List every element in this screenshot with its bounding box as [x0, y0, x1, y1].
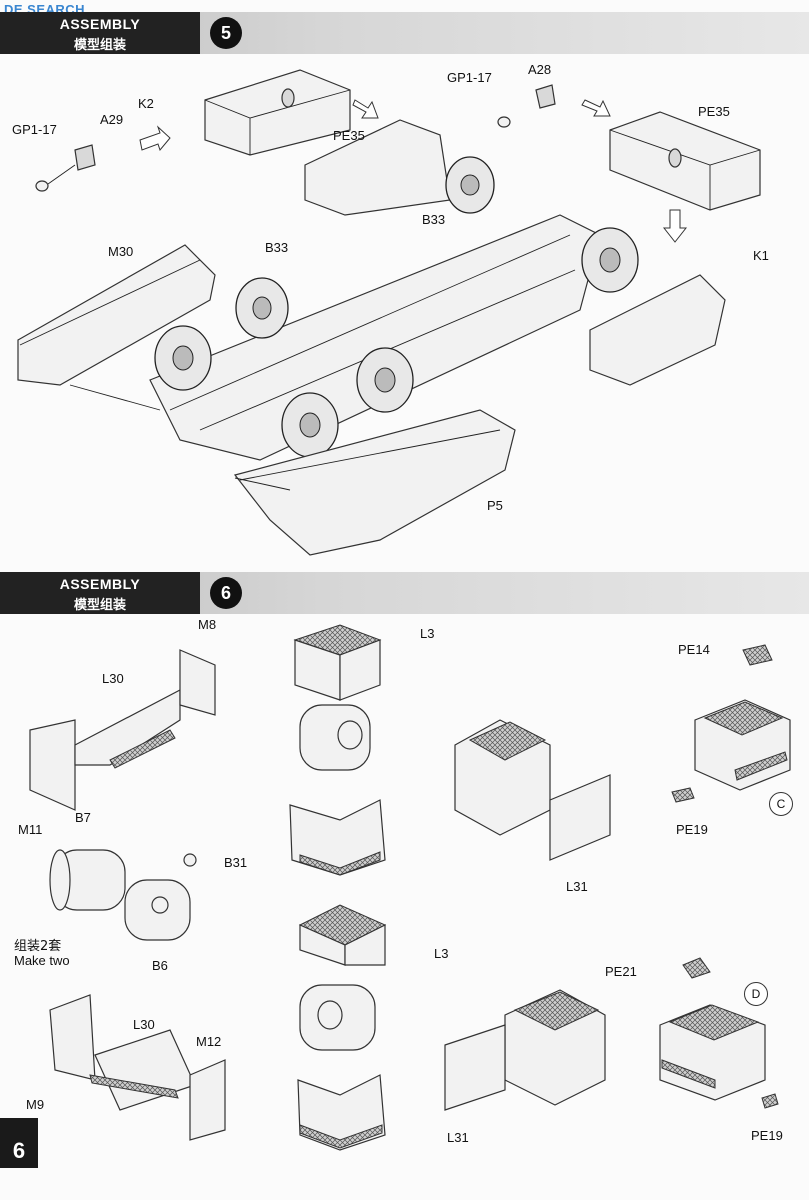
label-m12: M12 — [196, 1034, 222, 1049]
label-b31: B31 — [224, 855, 248, 870]
step6-header-en: ASSEMBLY — [59, 576, 141, 592]
wheels — [154, 156, 639, 458]
part-a29 — [35, 144, 96, 192]
part-pe19-top — [671, 787, 695, 803]
label-b33-right: B33 — [422, 212, 446, 227]
label-m30: M30 — [108, 244, 134, 259]
label-pe21: PE21 — [605, 964, 637, 979]
label-b7: B7 — [75, 810, 91, 825]
label-gp1-17-right: GP1-17 — [447, 70, 492, 85]
part-assembly-c — [671, 644, 791, 803]
arrow-k2-down — [352, 99, 379, 119]
fender-right — [589, 274, 726, 386]
label-make-two-en: Make two — [14, 953, 70, 968]
part-pe19-bottom — [761, 1093, 779, 1109]
step6-header-band: ASSEMBLY 模型组装 6 — [0, 572, 809, 614]
label-l30-top: L30 — [102, 671, 124, 686]
label-m9: M9 — [26, 1097, 45, 1112]
label-pe14: PE14 — [678, 642, 710, 657]
label-b6: B6 — [152, 958, 168, 973]
leader-m30 — [69, 384, 161, 411]
step6-number: 6 — [210, 577, 242, 609]
part-b7-b6-tank — [49, 849, 197, 941]
label-l31-top: L31 — [566, 879, 588, 894]
step5-header-en: ASSEMBLY — [59, 16, 141, 32]
label-gp1-17-left: GP1-17 — [12, 122, 57, 137]
part-l31-top — [454, 719, 611, 861]
chassis-frame — [149, 214, 601, 461]
label-pe35-left: PE35 — [333, 128, 365, 143]
part-l3-tank-top — [289, 624, 386, 876]
marker-c: C — [769, 792, 793, 816]
step5-header-band: ASSEMBLY 模型组装 5 — [0, 12, 809, 54]
label-l3-top: L3 — [420, 626, 435, 641]
page-number: 6 — [0, 1118, 38, 1168]
part-assembly-d — [659, 957, 779, 1109]
label-l31-bottom: L31 — [447, 1130, 469, 1145]
label-k2: K2 — [138, 96, 154, 111]
step6-header-zh: 模型组装 — [73, 598, 126, 613]
label-pe19-bottom: PE19 — [751, 1128, 783, 1143]
label-b33-left: B33 — [265, 240, 289, 255]
marker-d: D — [744, 982, 768, 1006]
part-pe14 — [742, 644, 773, 666]
label-l3-bottom: L3 — [434, 946, 449, 961]
label-m8: M8 — [198, 617, 217, 632]
arrow-k1 — [581, 99, 611, 117]
label-a28: A28 — [528, 62, 552, 77]
label-p5: P5 — [487, 498, 503, 513]
part-a28 — [497, 84, 556, 128]
part-k1 — [609, 111, 761, 211]
arrow-k1-down — [662, 209, 688, 243]
part-l31-bottom — [444, 989, 606, 1111]
label-pe35-right: PE35 — [698, 104, 730, 119]
part-l3-tank-bottom — [297, 904, 387, 1151]
part-m30 — [17, 244, 216, 386]
label-a29: A29 — [100, 112, 124, 127]
label-l30-bottom: L30 — [133, 1017, 155, 1032]
arrow-k2 — [139, 125, 171, 152]
label-pe19-top: PE19 — [676, 822, 708, 837]
leader-p5 — [234, 477, 291, 491]
label-make-two-zh: 组装2套 — [14, 939, 62, 954]
label-k1: K1 — [753, 248, 769, 263]
step5-number: 5 — [210, 17, 242, 49]
part-k2 — [204, 69, 351, 156]
part-p5 — [233, 409, 516, 556]
step6-header-tab: ASSEMBLY 模型组装 — [0, 572, 200, 614]
part-pe21 — [682, 957, 711, 979]
part-m11-l30-m8 — [29, 649, 216, 811]
label-m11: M11 — [18, 822, 43, 837]
step5-header-zh: 模型组装 — [73, 38, 126, 53]
part-m9-l30-m12 — [49, 994, 226, 1141]
step5-header-tab: ASSEMBLY 模型组装 — [0, 12, 200, 54]
